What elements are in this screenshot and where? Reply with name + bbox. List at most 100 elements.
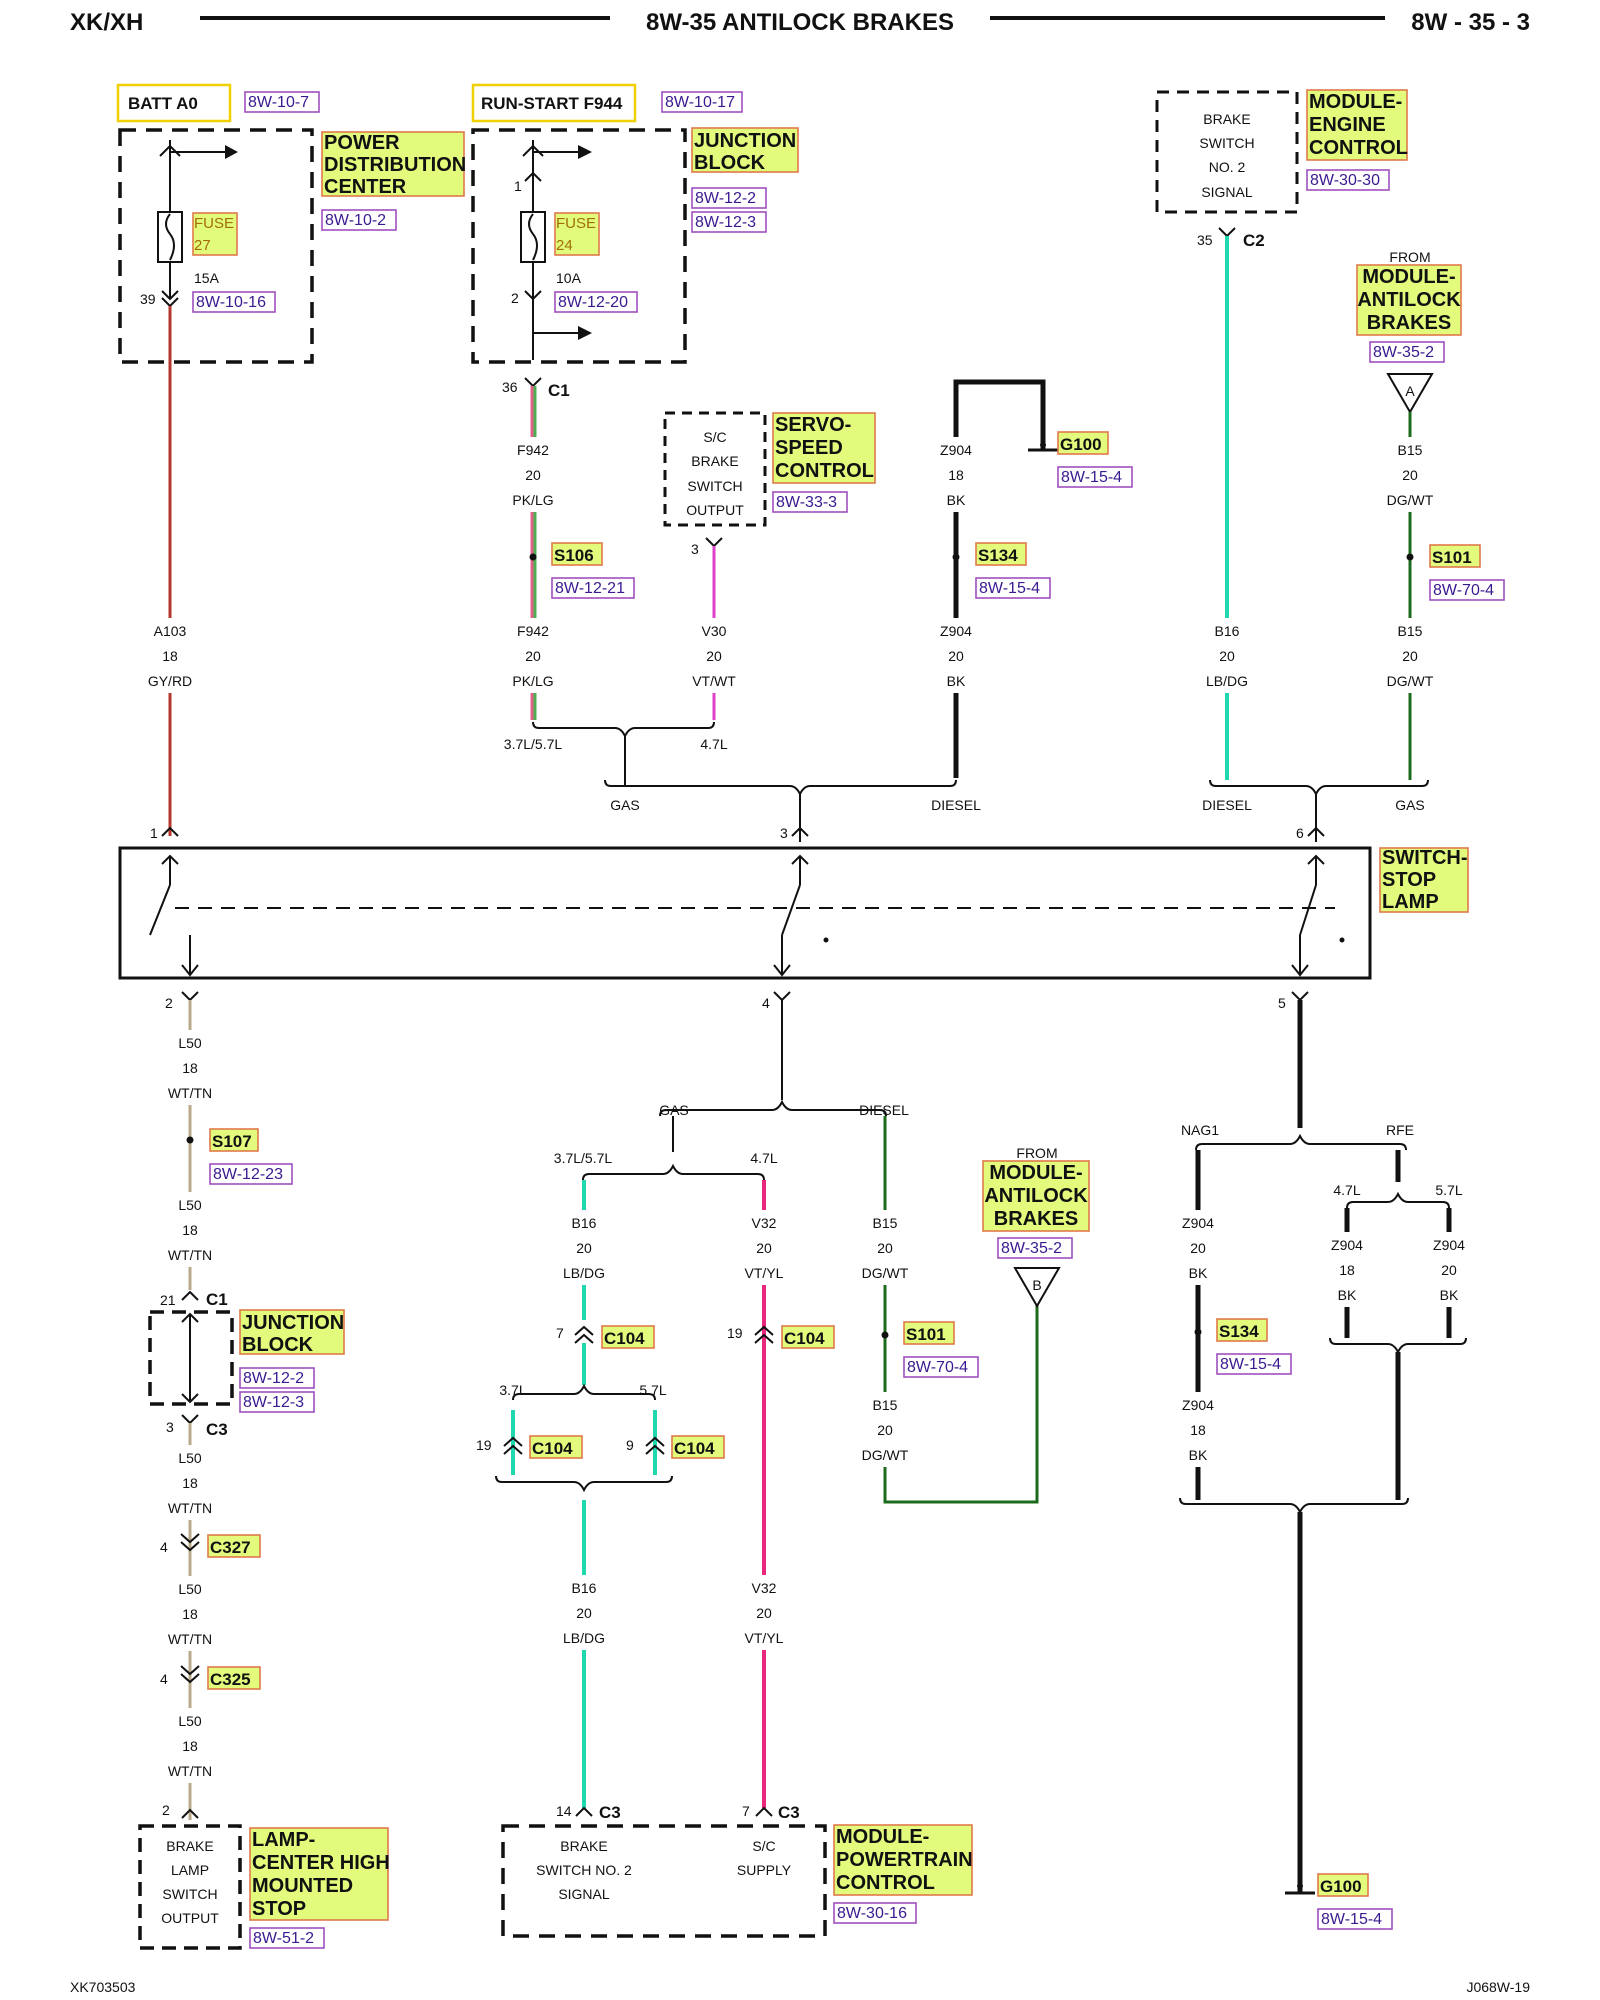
ecm-box-l1: BRAKE [1203,111,1250,127]
servo-name-l2: SPEED [775,437,843,459]
wire-label-b16-top: B16 20 LB/DG [1200,618,1256,693]
pdc-ref-box [321,209,397,231]
jb-top-name-tag [691,127,799,173]
wire-label-b15-b: B15 20 DG/WT [1380,618,1440,693]
ecm-name-l2: ENGINE [1309,114,1386,136]
svg-text:L50: L50 [178,1197,202,1213]
abs-a-ref-box [1369,341,1445,363]
pdc-pin-chevron-icon [161,290,179,301]
pcm-ref-box [833,1902,917,1924]
c104-pin7: 7 [556,1325,564,1341]
chmsl-name-l1: LAMP- [252,1829,315,1851]
jb-top-fuse-tag [554,212,600,256]
jb-top-fuse-label: FUSE [556,215,596,232]
chmsl-box-l1: BRAKE [166,1838,213,1854]
svg-text:L50: L50 [178,1581,202,1597]
splice-s101-mid-ref-box [903,1356,979,1378]
pdc-fuse-label: FUSE [194,215,234,232]
jb-left-name-l1: JUNCTION [242,1312,344,1334]
svg-text:18: 18 [182,1475,198,1491]
pdc-ref: 8W-10-2 [325,212,386,229]
pcm-box-l2: SWITCH NO. 2 [536,1862,632,1878]
svg-text:20: 20 [525,467,541,483]
c104-pin19b: 19 [476,1437,492,1453]
jb-left-c3-chevron-icon [181,1414,199,1425]
runstart-label: RUN-START F944 [481,94,623,113]
jb-top-dashed-box [471,128,687,364]
jb-top-ref2-box [691,211,767,233]
chmsl-pin-chevron-icon [181,1808,199,1819]
svg-text:GY/RD: GY/RD [148,673,192,689]
wire-label-b15-mid-a: B15 20 DG/WT [855,1210,915,1285]
pdc-pin: 39 [140,291,156,307]
runstart-box [471,83,637,123]
pdc-fuse-element-icon [165,213,175,261]
servo-ref-box [772,491,848,513]
jb-top-fuse-icon [520,211,546,263]
svg-text:18: 18 [182,1060,198,1076]
abs-b-name-l3: BRAKES [994,1208,1078,1230]
jb-top-pin2: 2 [511,290,519,306]
svg-text:Z904: Z904 [940,623,972,639]
svg-text:DG/WT: DG/WT [1387,673,1434,689]
pdc-fuse-icon [157,211,183,263]
c325-pin: 4 [160,1671,168,1687]
abs-b-offpage-connector-icon [1013,1267,1061,1308]
batt-a0-box [116,83,232,123]
mid-eng2-label: 4.7L [750,1150,777,1166]
jb-left-arrow-up-icon [181,1312,199,1323]
c104-pin7-connector-icon [574,1325,594,1344]
svg-text:L50: L50 [178,1035,202,1051]
chmsl-pin: 2 [162,1802,170,1818]
svg-text:BK: BK [1189,1265,1208,1281]
svg-text:BK: BK [1189,1447,1208,1463]
svg-text:B16: B16 [572,1580,597,1596]
svg-text:20: 20 [1402,467,1418,483]
c104-pin9-connector-icon [645,1436,665,1455]
pcm-name-l2: POWERTRAIN [836,1849,973,1871]
svg-text:20: 20 [525,648,541,664]
svg-text:20: 20 [576,1240,592,1256]
abs-b-name-tag [982,1160,1090,1232]
chmsl-name-l4: STOP [252,1898,306,1920]
jb-left-c3-pin: 3 [166,1419,174,1435]
chmsl-box-l4: OUTPUT [161,1910,219,1926]
ecm-box-l3: NO. 2 [1209,159,1246,175]
switch-contact-3 [1291,854,1345,977]
jb-top-name-l2: BLOCK [694,152,766,174]
switch-pin5-chevron-icon [1291,991,1309,1002]
servo-name-tag [772,412,876,484]
splice-s106-ref-box [551,577,635,599]
branch-top-gas: GAS [610,797,640,813]
c104-b-label: C104 [532,1439,573,1458]
switch-pin4: 4 [762,995,770,1011]
pcm-box-r1: S/C [752,1838,775,1854]
splice-s134-right-label: S134 [1219,1322,1259,1341]
svg-text:20: 20 [706,648,722,664]
g100-ground-dot [1297,1883,1303,1889]
ecm-conn: C2 [1243,231,1265,250]
right-57-label: 5.7L [1435,1182,1462,1198]
pdc-feed-arrow-icon [225,145,238,159]
svg-text:18: 18 [182,1738,198,1754]
jb-left-arrow-down-icon [181,1393,199,1404]
svg-text:VT/YL: VT/YL [745,1265,784,1281]
switch-name-l2: STOP [1382,869,1436,891]
jb-left-c3-conn: C3 [206,1420,228,1439]
jb-top-feed-arrow-icon [578,145,592,159]
svg-text:WT/TN: WT/TN [168,1763,212,1779]
svg-text:20: 20 [1190,1240,1206,1256]
ecm-dashed-box [1155,90,1299,214]
splice-s106-dot [529,553,537,561]
abs-a-from: FROM [1389,249,1430,265]
c104-pin19: 19 [727,1325,743,1341]
jb-top-pin2-ref: 8W-12-20 [558,294,628,311]
splice-s106-label: S106 [554,546,594,565]
branch-bracket-engine-top: 3.7L/5.7L 4.7L [504,721,728,778]
servo-name-l1: SERVO- [775,414,851,436]
svg-text:WT/TN: WT/TN [168,1247,212,1263]
jb-top-fuse-amps: 10A [556,270,582,286]
pcm-pin14: 14 [556,1803,572,1819]
pcm-name-tag [833,1824,973,1896]
wire-label-v32-b: V32 20 VT/YL [736,1575,794,1650]
